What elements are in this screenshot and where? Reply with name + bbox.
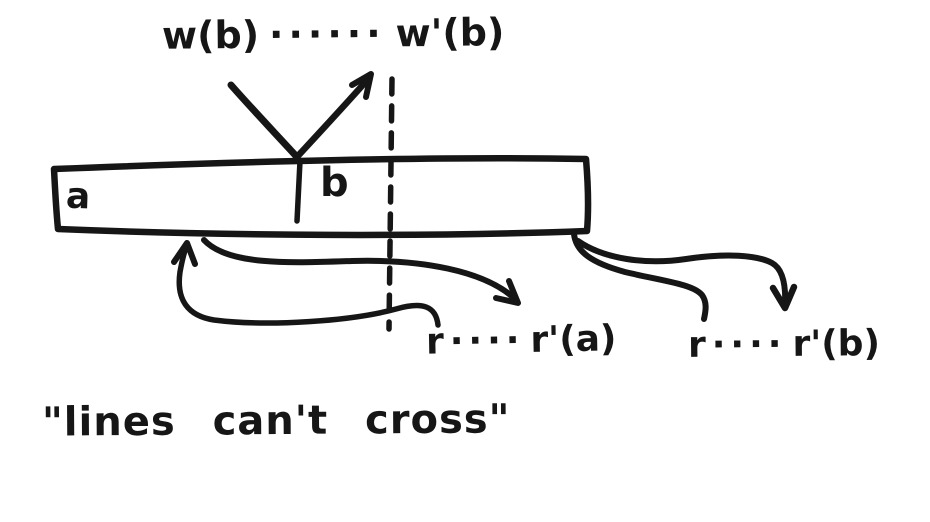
caption-text: "lines can't cross" (41, 396, 511, 446)
write-arrow-line (292, 74, 373, 162)
read-a-return-arrowhead (171, 240, 198, 267)
read-b-dots: ···· (711, 323, 787, 366)
segment-a-label: a (65, 175, 92, 218)
segment-divider-line (294, 158, 303, 224)
write-arrowhead (349, 71, 374, 100)
read-a-start-label: r (425, 321, 445, 363)
write-dots: ······ (268, 11, 386, 57)
timeline-bar-outline (50, 154, 592, 239)
read-b-start-label: r (687, 324, 706, 366)
read-a-end-label: r'(a) (530, 318, 617, 361)
read-b-annotation: r ···· r'(b) (688, 323, 880, 366)
read-a-annotation: r ···· r'(a) (426, 318, 617, 362)
write-commit-dashed-line (386, 76, 395, 332)
write-end-label: w'(b) (395, 10, 505, 56)
read-b-arrowhead (769, 283, 798, 312)
read-a-arrow-curve (201, 237, 517, 301)
write-origin-line (227, 81, 301, 161)
segment-b-label: b (320, 160, 349, 206)
write-annotation: w(b) ······ w'(b) (162, 10, 505, 58)
read-b-arrow-curve (575, 238, 789, 309)
read-a-dots: ···· (449, 319, 525, 363)
read-b-end-label: r'(b) (792, 323, 881, 365)
read-a-return-curve (176, 242, 441, 328)
write-start-label: w(b) (161, 12, 260, 58)
read-a-arrowhead (493, 278, 521, 306)
read-b-inner-curve (571, 231, 709, 322)
